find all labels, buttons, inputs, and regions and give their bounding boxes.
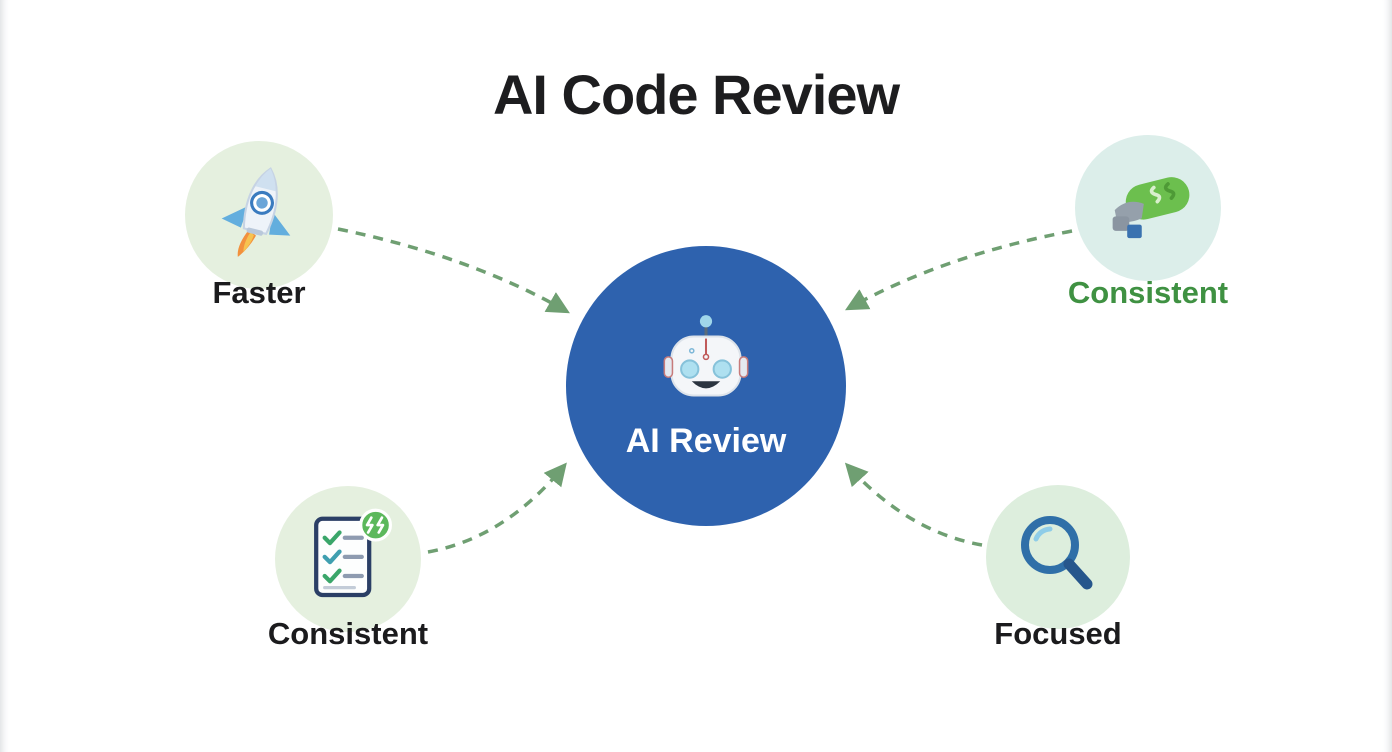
- arrow-focused-to-center: [844, 462, 983, 547]
- node-consistent-bottom: Consistent: [268, 486, 428, 651]
- node-faster-label: Faster: [212, 275, 306, 310]
- node-focused-label: Focused: [994, 616, 1122, 651]
- node-consistent-top-label: Consistent: [1067, 275, 1229, 310]
- rocket-icon: [221, 167, 291, 257]
- checklist-icon: [314, 508, 392, 598]
- arrow-consistent-bottom-to-center: [427, 462, 567, 554]
- node-focused: Focused: [986, 485, 1130, 651]
- diagram-title: AI Code Review: [492, 63, 900, 126]
- hand-money-icon: [1112, 177, 1190, 239]
- center-node-label: AI Review: [625, 421, 787, 460]
- node-faster: Faster: [185, 141, 333, 310]
- arrow-faster-to-center: [337, 227, 570, 314]
- node-focused-circle: [986, 485, 1130, 629]
- node-consistent-bottom-label: Consistent: [267, 616, 429, 651]
- node-consistent-top: Consistent: [1068, 135, 1228, 310]
- node-faster-circle: [185, 141, 333, 289]
- magnifier-icon: [1021, 516, 1093, 590]
- node-consistent-top-circle: [1075, 135, 1221, 281]
- center-node-ai-review: AI Review: [566, 246, 846, 526]
- robot-icon: [663, 314, 749, 397]
- node-consistent-bottom-circle: [275, 486, 421, 632]
